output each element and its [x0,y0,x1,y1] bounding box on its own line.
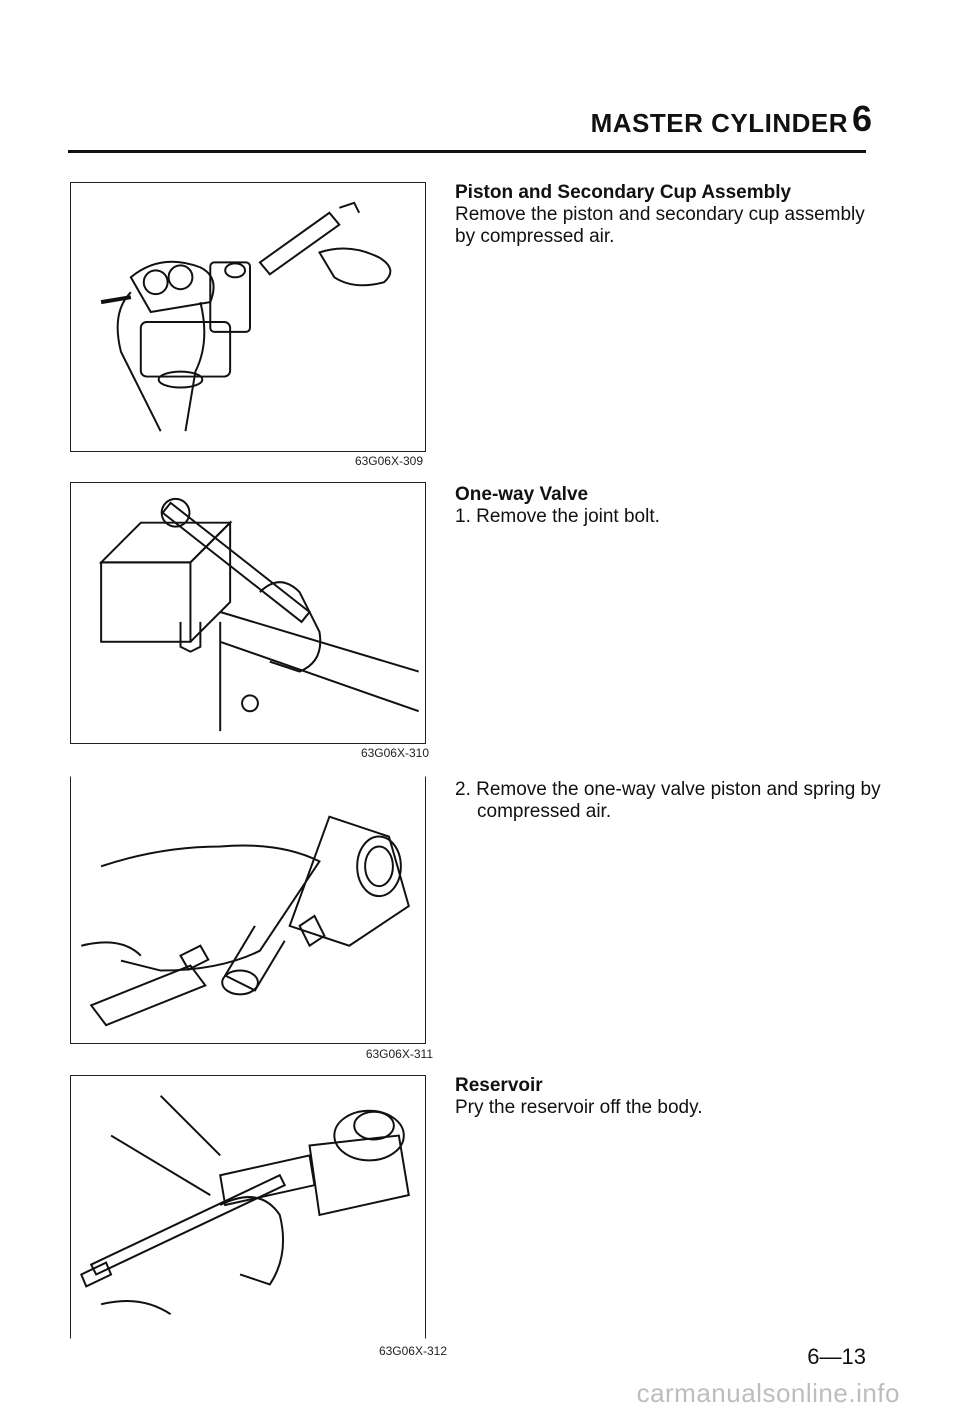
illustration-one-way-valve-air [81,815,410,1027]
section-body: 1. Remove the joint bolt. [455,506,660,527]
watermark: carmanualsonline.info [636,1378,900,1408]
figure-reservoir: 63G06X-312 [70,1075,447,1358]
figure-piston-removal: 63G06X-309 [70,182,426,468]
figure-code: 63G06X-311 [365,1047,433,1061]
section-heading: Reservoir [455,1075,543,1096]
section-reservoir: Reservoir Pry the reservoir off the body… [455,1075,885,1119]
section-piston-secondary-cup: Piston and Secondary Cup Assembly Remove… [455,182,885,248]
figure-code: 63G06X-312 [378,1344,447,1358]
section-one-way-valve-step2: 2. Remove the one-way valve piston and s… [455,779,885,823]
section-body: Pry the reservoir off the body. [455,1097,703,1118]
illustration-pry-reservoir [79,1095,410,1316]
figure-joint-bolt: 63G06X-310 [70,482,429,760]
header-rule [68,150,866,153]
chapter-number: 6 [851,98,872,139]
section-heading: Piston and Secondary Cup Assembly [455,182,792,203]
illustration-wrench-joint-bolt [98,497,420,732]
figure-code: 63G06X-309 [354,454,423,468]
section-body: Remove the piston and secondary cup asse… [455,204,865,247]
page-number: 6—13 [807,1344,866,1369]
section-one-way-valve: One-way Valve 1. Remove the joint bolt. [455,484,885,528]
page-header: MASTER CYLINDER 6 [0,0,960,160]
figure-one-way-valve: 63G06X-311 [70,776,433,1061]
section-heading: One-way Valve [455,484,589,505]
page-title: MASTER CYLINDER [590,108,848,138]
section-body: 2. Remove the one-way valve piston and s… [455,779,881,822]
figure-code: 63G06X-310 [360,746,429,760]
illustration-compressed-air-piston [100,201,392,432]
